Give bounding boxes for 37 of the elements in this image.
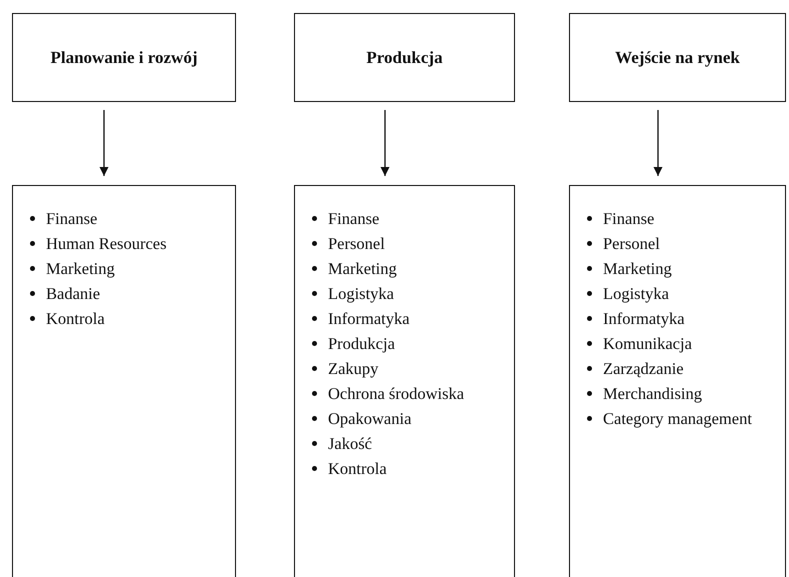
list-item: Informatyka [311, 306, 410, 331]
box-title: Produkcja [365, 46, 444, 68]
list-item: Finanse [311, 206, 380, 231]
list-item: Personel [586, 231, 660, 256]
process-box [569, 13, 786, 102]
list-item: Merchandising [586, 381, 702, 406]
process-box [12, 13, 236, 102]
list-item: Zakupy [311, 356, 378, 381]
list-item: Ochrona środowiska [311, 381, 464, 406]
list-item: Marketing [29, 256, 115, 281]
list-item: Marketing [311, 256, 397, 281]
list-item: Category management [586, 406, 752, 431]
list-box [294, 185, 515, 577]
list-item: Logistyka [586, 281, 669, 306]
list-item: Jakość [311, 431, 372, 456]
box-title: Wejście na rynek [614, 46, 741, 68]
list-item: Finanse [29, 206, 98, 231]
list-item: Zarządzanie [586, 356, 684, 381]
arrow [654, 110, 662, 176]
list-item: Finanse [586, 206, 654, 231]
list-item: Logistyka [311, 281, 394, 306]
list-item: Marketing [586, 256, 672, 281]
arrow [100, 110, 108, 176]
list-item: Produkcja [311, 331, 395, 356]
list-item: Personel [311, 231, 385, 256]
arrow [380, 110, 390, 176]
list-item: Kontrola [311, 456, 387, 481]
list-item: Badanie [29, 281, 100, 306]
list-item: Kontrola [29, 306, 105, 331]
list-item: Opakowania [311, 406, 412, 431]
list-box [12, 185, 236, 577]
box-title: Planowanie i rozwój [49, 46, 198, 68]
list-box [569, 185, 786, 577]
list-item: Komunikacja [586, 331, 692, 356]
list-item: Human Resources [29, 231, 167, 256]
process-box [294, 13, 515, 102]
list-item: Informatyka [586, 306, 685, 331]
